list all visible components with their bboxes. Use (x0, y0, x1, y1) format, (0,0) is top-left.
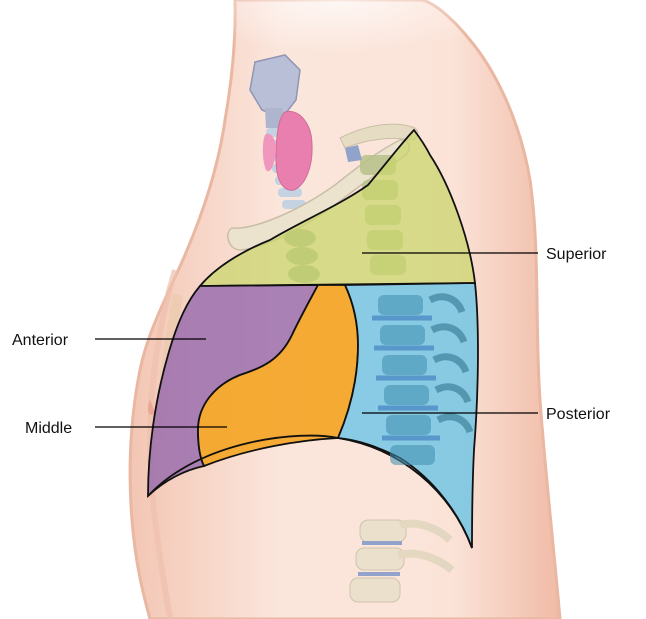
label-posterior: Posterior (546, 406, 611, 423)
label-superior: Superior (546, 246, 607, 263)
label-middle: Middle (25, 420, 72, 437)
label-anterior: Anterior (12, 332, 69, 349)
